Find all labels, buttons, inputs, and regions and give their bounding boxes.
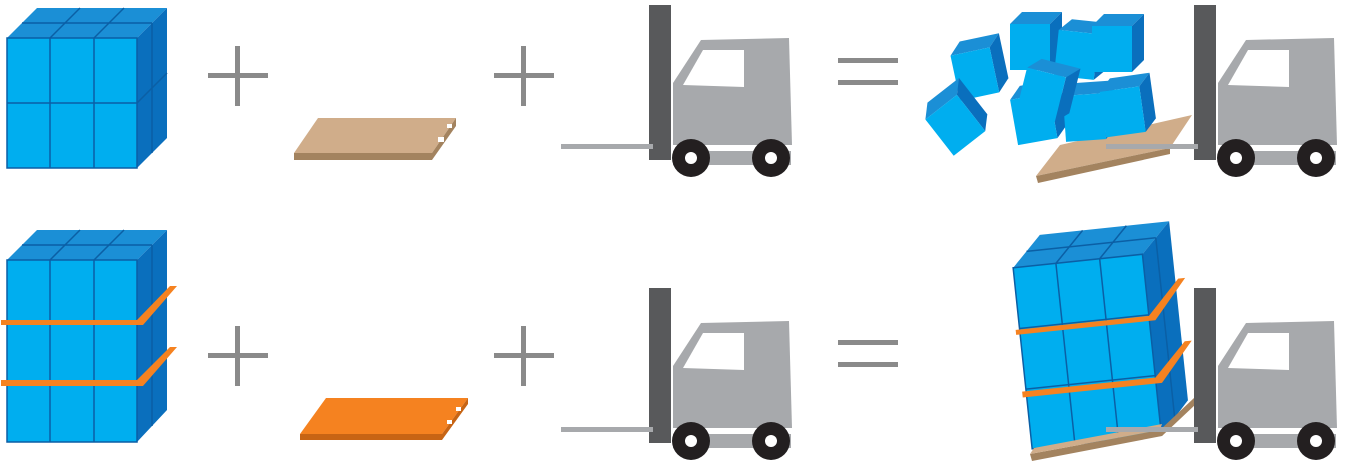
toppled-boxes-forklift-icon (918, 5, 1337, 183)
equals-sign-row1: = (838, 58, 898, 85)
plus-sign-row1-a: + (208, 46, 268, 106)
strapped-boxes-icon (1, 230, 177, 442)
forklift-icon (561, 288, 792, 460)
slip-sheet-icon (300, 398, 468, 440)
stable-load-forklift-icon (1006, 220, 1337, 461)
plus-sign-row2-b: + (494, 326, 554, 386)
plus-sign-row1-b: + (494, 46, 554, 106)
svg-text:=: = (868, 72, 869, 74)
forklift-icon (561, 5, 792, 177)
loose-boxes-icon (7, 8, 167, 168)
plus-sign-row2-a: + (208, 326, 268, 386)
svg-text:=: = (868, 354, 869, 356)
wood-pallet-icon (294, 118, 456, 160)
equals-sign-row2: = (838, 340, 898, 367)
